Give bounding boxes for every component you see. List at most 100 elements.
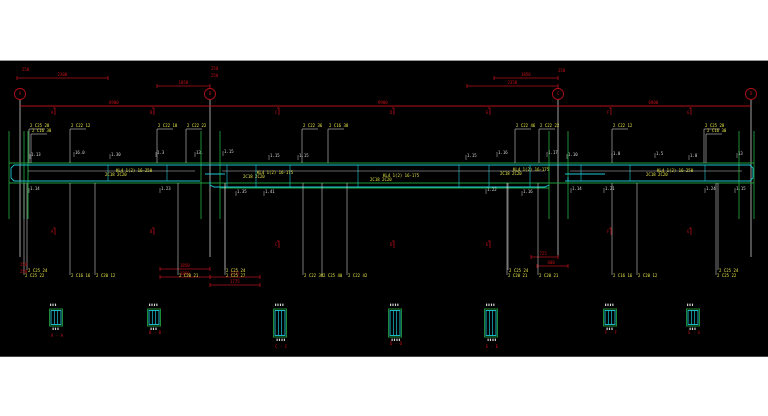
section-top-bars: ▮▮▮▮ <box>148 302 159 307</box>
axis-bubble-A <box>14 88 26 100</box>
section-cut-mark-top <box>277 107 280 115</box>
section-concrete-A-A <box>49 308 63 327</box>
section-top-bars: ▮▮▮▮ <box>604 302 615 307</box>
small-tag: 1.22 <box>487 187 497 192</box>
beam-annotation: KL4 1(2) 16-250 <box>116 168 153 173</box>
rebar-note-top: 2 C22 12 <box>71 123 91 128</box>
span-dimension-label: 9900 <box>378 100 388 105</box>
section-stirrup-D-D <box>389 310 401 336</box>
section-label-B-B: B - B <box>149 330 162 335</box>
rebar-right-span <box>560 164 754 182</box>
axis-label-C: C <box>557 91 560 96</box>
section-top-bars: ▮▮▮▮ <box>389 302 400 307</box>
small-tag: 1.41 <box>265 189 275 194</box>
section-cut-mark-bottom <box>392 240 395 248</box>
bottom-dimension-label: 600 <box>547 260 555 265</box>
rebar-note-bottom: 2 C20 21 <box>508 273 528 278</box>
rebar-note-bottom: 2 C25 24 <box>28 268 48 273</box>
small-tag: 1.15 <box>224 149 234 154</box>
section-bottom-bars: ▮▮▮▮ <box>487 337 497 342</box>
small-tag: 1.14 <box>572 186 582 191</box>
section-cut-mark-top <box>689 107 692 115</box>
beam-annotation: 2C18 2C20 <box>243 174 265 179</box>
section-bottom-bars: ▮▮▮▮ <box>276 337 286 342</box>
small-tag: 1.10 <box>568 152 578 157</box>
section-mark-top: A <box>51 110 54 115</box>
rebar-note-top: 2 C22 36 <box>303 123 323 128</box>
section-concrete-F-F <box>603 308 617 327</box>
top-dimension-label: 2300 <box>57 72 68 77</box>
section-mark-top: D <box>390 110 393 115</box>
small-tag: 1.35 <box>237 189 247 194</box>
section-cut-mark-bottom <box>277 240 280 248</box>
rebar-note-top: 2 C22 12 <box>613 123 633 128</box>
small-tag: 1.21 <box>605 186 615 191</box>
small-tag: 16.0 <box>75 150 85 155</box>
section-top-bars: ▮▮▮▮ <box>485 302 496 307</box>
small-tag: 1.13 <box>31 152 41 157</box>
axis-label-D: D <box>750 91 753 96</box>
section-cut-mark-bottom <box>488 240 491 248</box>
section-mark-bottom: C <box>275 242 278 247</box>
axis-label-A: A <box>19 91 22 96</box>
section-cut-mark-top <box>488 107 491 115</box>
small-tag: 1.23 <box>161 186 171 191</box>
rebar-note-top: 2 C25 28 <box>30 123 50 128</box>
rebar-note-top: 2 C22 46 <box>516 123 536 128</box>
rebar-note-top: 2 C22 22 <box>540 123 560 128</box>
section-bottom-bars: ▮▮▮ <box>52 326 60 331</box>
rebar-note-bottom: 2 C16 16 <box>71 273 91 278</box>
small-tag: 1.5 <box>656 151 664 156</box>
section-top-bars: ▮▮▮ <box>49 302 57 307</box>
section-mark-top: B <box>150 110 153 115</box>
small-tag: 13 <box>738 151 743 156</box>
section-mark-top: G <box>687 110 690 115</box>
section-bottom-bars: ▮▮▮▮ <box>391 337 401 342</box>
section-mark-top: C <box>275 110 278 115</box>
top-dimension-label: 2350 <box>507 80 518 85</box>
axis-bubble-D <box>745 88 757 100</box>
beam-annotation: KL4 1(2) 16-250 <box>657 168 694 173</box>
section-stirrup-B-B <box>148 310 160 325</box>
rebar-note-bottom: 2 C20 21 <box>539 273 559 278</box>
rebar-note-bottom: 2 C22 42 <box>348 273 368 278</box>
small-tag: 1.15 <box>736 186 746 191</box>
small-tag: 1.14 <box>30 186 40 191</box>
small-tag: 1.15 <box>270 153 280 158</box>
small-tag: 1.16 <box>523 189 533 194</box>
rebar-note-bottom: 2 C22 30 <box>304 273 324 278</box>
beam-elevation-drawing <box>8 76 757 338</box>
axis-bubble-C <box>552 88 564 100</box>
small-tag: 1.17 <box>548 150 558 155</box>
axis-offset-label: 250 <box>558 68 566 73</box>
span-dimension-label: 6900 <box>109 100 119 105</box>
rebar-note-bottom: 2 C25 24 <box>509 268 529 273</box>
bottom-dimension-label: 1850 <box>180 271 190 276</box>
rebar-note-top: 2 C22 18 <box>158 123 178 128</box>
beam-annotation: 2C18 2C20 <box>370 177 392 182</box>
section-label-F-F: F - F <box>605 330 618 335</box>
axis-offset-label: 250 <box>22 67 30 72</box>
section-label-G-G: G - G <box>688 330 701 335</box>
small-tag: 1.24 <box>706 186 716 191</box>
beam-annotation: KL4 1(2) 16-175 <box>257 170 294 175</box>
section-stirrup-A-A <box>50 310 62 325</box>
section-cut-mark-top <box>609 107 612 115</box>
section-mark-bottom: D <box>390 242 393 247</box>
section-cut-mark-top <box>53 107 56 115</box>
beam-annotation: KL4 1(2) 16-175 <box>513 167 550 172</box>
section-bottom-bars: ▮▮▮ <box>150 326 158 331</box>
bottom-dimension-label: 1775 <box>230 279 240 284</box>
rebar-note-top: 2 C25 28 <box>705 123 725 128</box>
rebar-note-bottom: 2 C25 24 <box>226 268 246 273</box>
section-concrete-E-E <box>484 308 498 338</box>
small-tag: 1.15 <box>299 153 309 158</box>
section-cut-mark-top <box>152 107 155 115</box>
small-tag: 1.0 <box>690 153 698 158</box>
section-label-A-A: A - A <box>51 333 64 338</box>
section-stirrup-C-C <box>274 310 286 336</box>
section-mark-bottom: E <box>486 242 489 247</box>
rebar-note-bottom: 2 C25 40 <box>323 273 343 278</box>
rebar-note-bottom: 2 C25 22 <box>717 273 737 278</box>
